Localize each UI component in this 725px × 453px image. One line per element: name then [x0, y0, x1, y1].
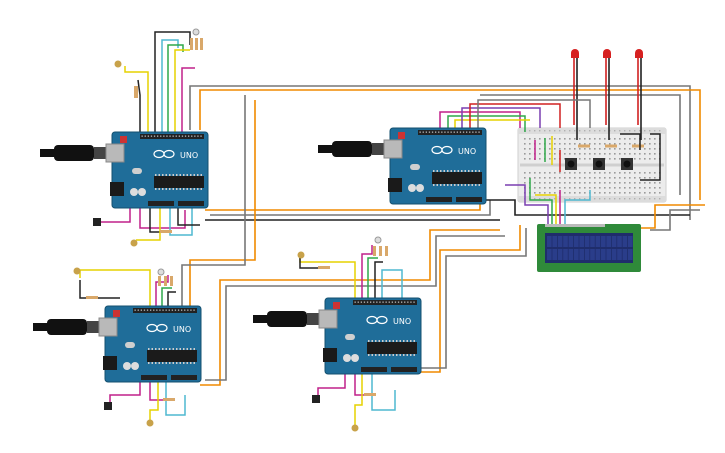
board-label: UNO — [393, 317, 411, 326]
breadboard-jumpers — [534, 133, 661, 181]
arduino-board-3[interactable]: UNO — [33, 305, 202, 383]
board-1-wiring — [96, 31, 200, 241]
wire-gray-right-low — [415, 228, 527, 369]
rgb-led-icon — [374, 236, 382, 244]
arduino-boards: UNO UNO UNO UNO — [33, 127, 487, 383]
wire-gray-top — [189, 85, 691, 220]
board-3-parts — [73, 267, 175, 427]
temp-sensor-icon — [312, 395, 320, 403]
pushbutton-2[interactable] — [593, 158, 605, 170]
wire-black-right — [480, 199, 690, 216]
board-label: UNO — [173, 325, 191, 334]
board-label: UNO — [180, 151, 198, 160]
temp-sensor-icon — [93, 218, 101, 226]
lcd-display[interactable] — [537, 224, 641, 272]
led-group — [571, 49, 643, 140]
rgb-led-icon — [157, 268, 165, 276]
photoresistor-icon — [297, 251, 305, 259]
usb-plug-icon — [318, 141, 386, 157]
lcd-wires — [505, 178, 591, 224]
board-2-wiring — [439, 99, 591, 132]
led-3[interactable] — [635, 49, 643, 140]
buzzer-icon — [146, 419, 154, 427]
wire-orange-lower — [200, 229, 500, 386]
pushbutton-3[interactable] — [621, 158, 633, 170]
wire-gray-lcd — [650, 209, 700, 231]
photoresistor-icon — [73, 267, 81, 275]
usb-plug-icon — [40, 145, 108, 161]
rgb-led-icon — [192, 28, 200, 36]
arduino-board-2[interactable]: UNO — [318, 127, 487, 205]
photoresistor-icon — [114, 60, 122, 68]
board-4-parts — [297, 236, 388, 432]
led-1[interactable] — [571, 49, 579, 140]
arduino-board-4[interactable]: UNO — [253, 297, 422, 375]
breadboard[interactable] — [517, 127, 667, 203]
lcd-character-cells — [547, 236, 633, 260]
buzzer-icon — [130, 239, 138, 247]
pushbutton-1[interactable] — [565, 158, 577, 170]
board-label: UNO — [458, 147, 476, 156]
usb-plug-icon — [253, 311, 321, 327]
usb-plug-icon — [33, 319, 101, 335]
wire-orange-top — [199, 89, 701, 200]
lcd-pins — [545, 224, 605, 227]
arduino-board-1[interactable]: UNO — [40, 131, 209, 209]
temp-sensor-icon — [104, 402, 112, 410]
wire-gray-mid — [210, 200, 491, 216]
board-1-parts — [93, 28, 203, 247]
wire-gray-lower — [205, 235, 505, 381]
interconnect-wires — [181, 85, 705, 386]
buzzer-icon — [351, 424, 359, 432]
wire-orange-right-low — [420, 225, 521, 373]
wire-gray-right — [480, 94, 681, 195]
wire-orange-lcd — [640, 204, 705, 229]
led-2[interactable] — [603, 49, 611, 140]
